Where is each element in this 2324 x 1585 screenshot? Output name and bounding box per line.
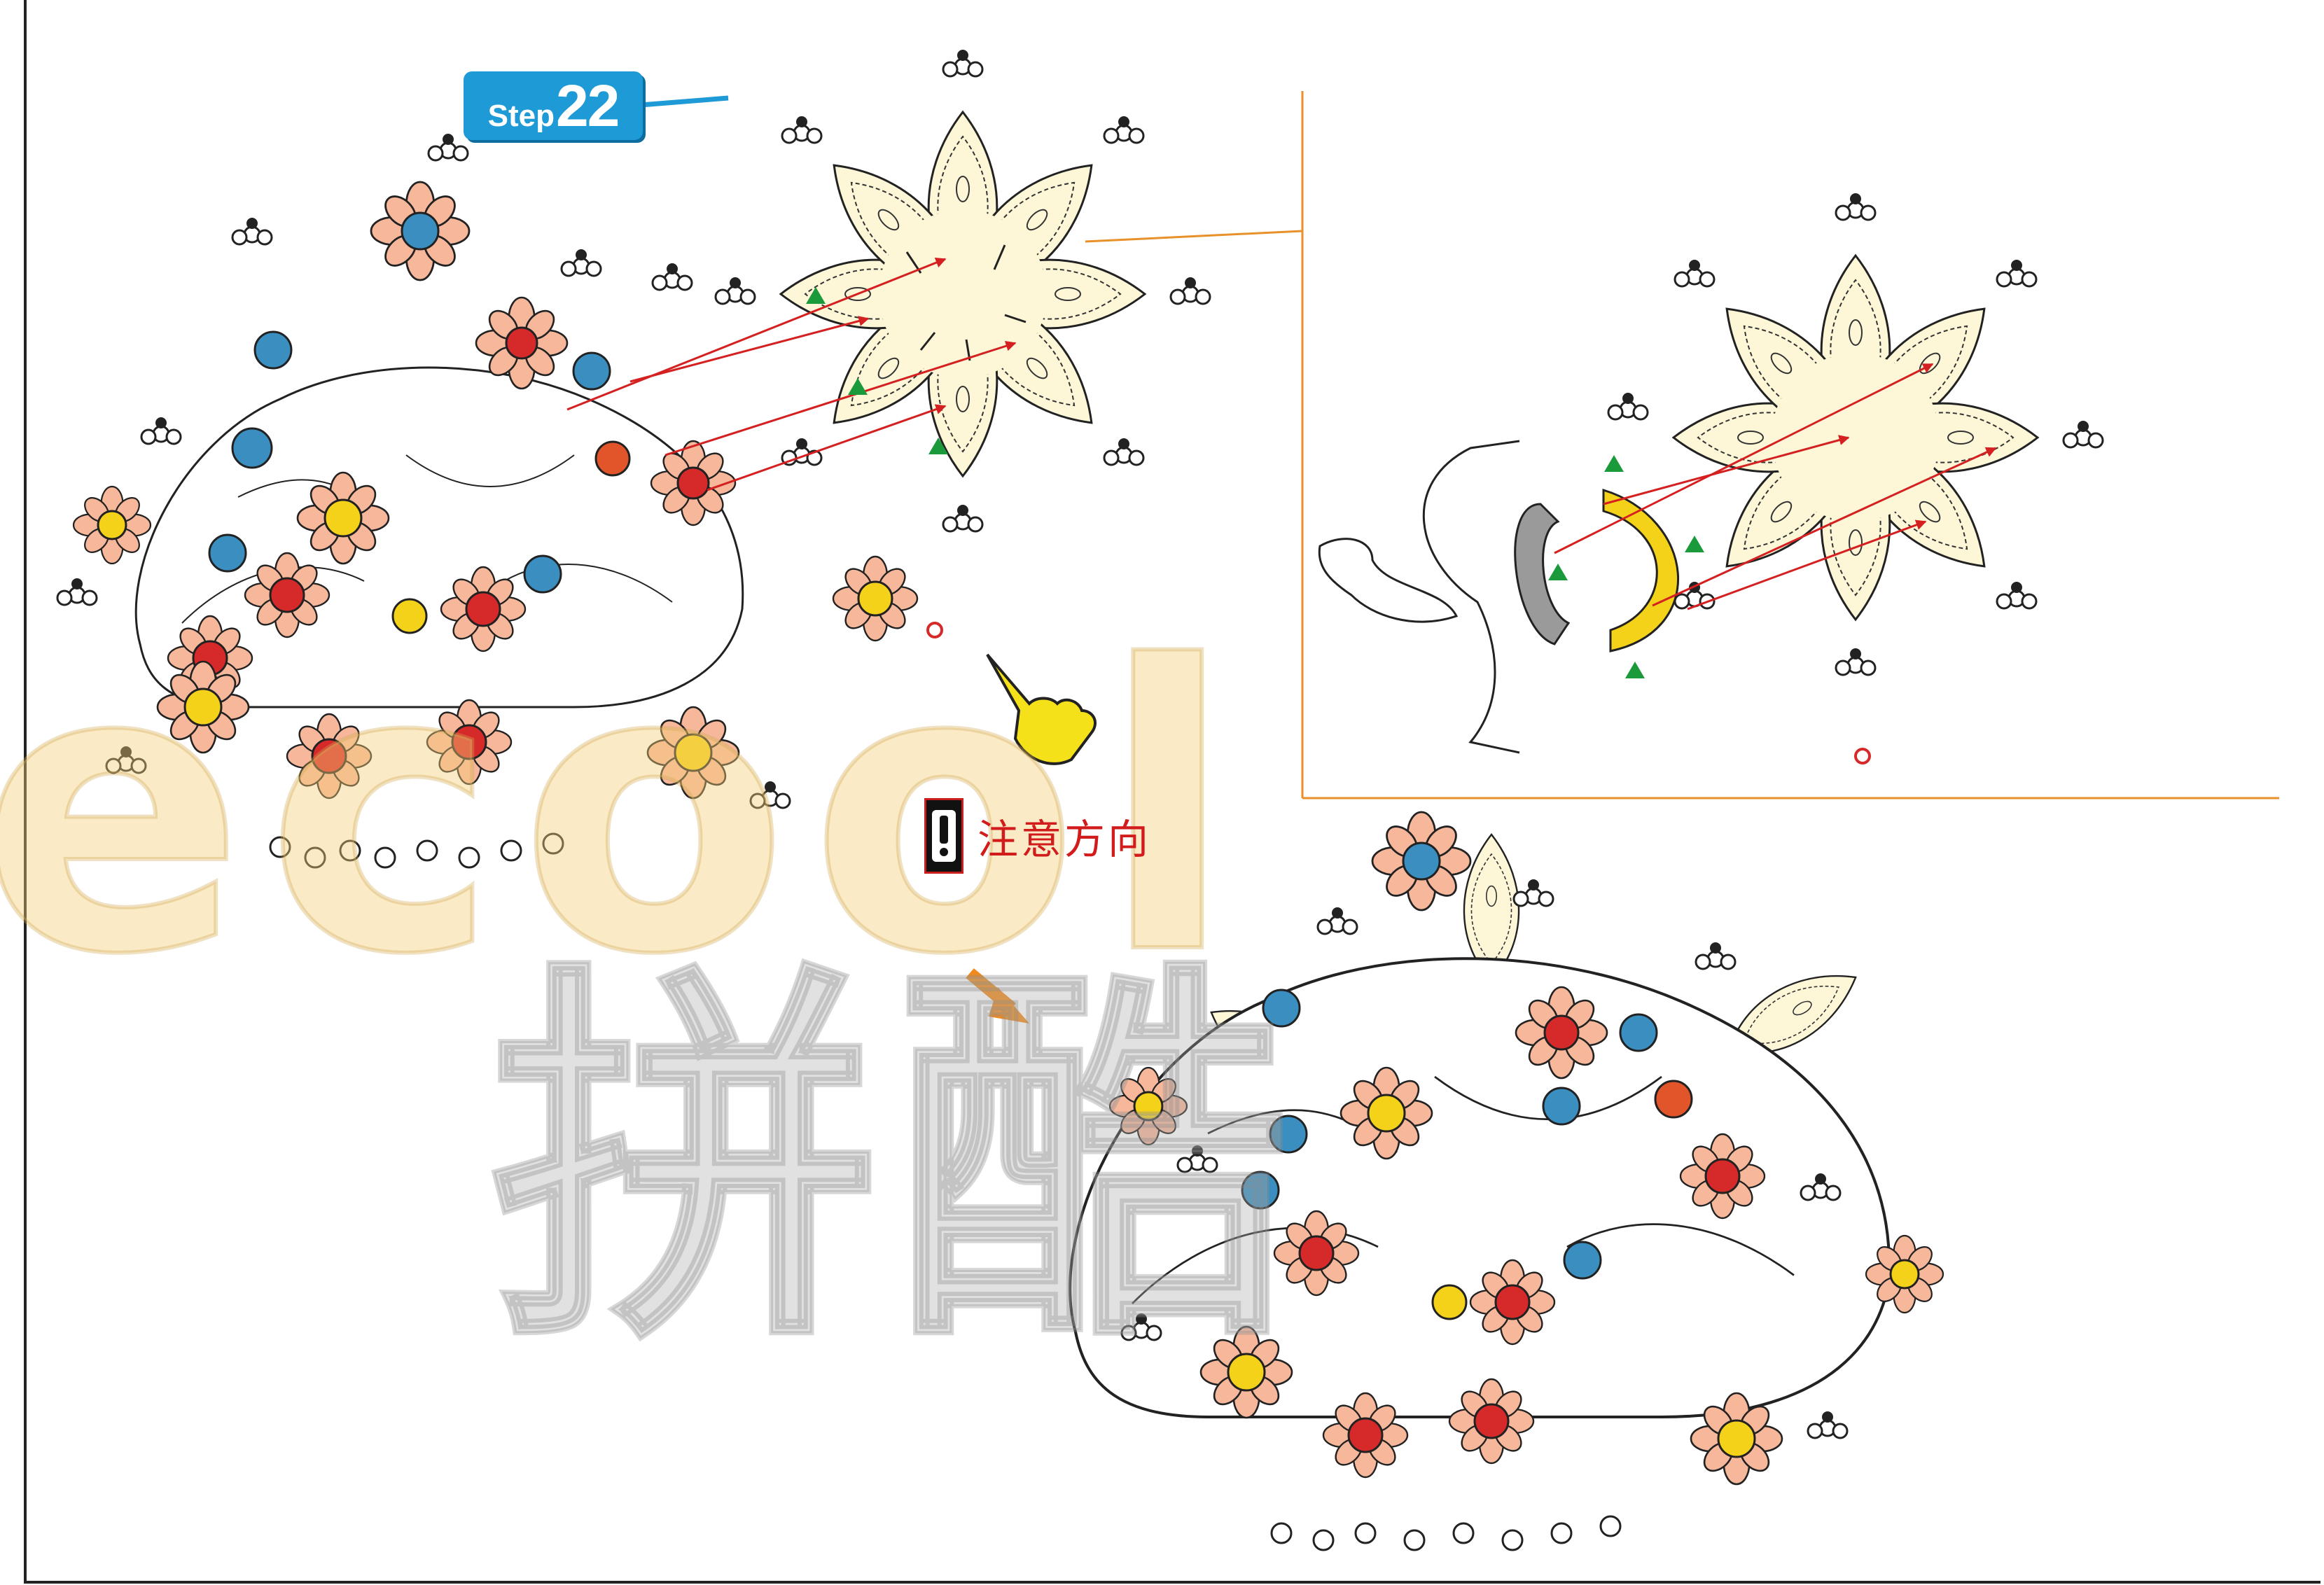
green-markers-detail [1548,455,1704,678]
insert-arrows-detail [1554,363,1997,610]
green-markers-top [806,287,948,454]
direction-warning: 注意方向 [924,798,1151,874]
step-badge: Step 22 [464,71,643,140]
exclamation-icon [924,798,963,874]
assembled-result [1070,811,1944,1551]
step-pointer-line [640,95,729,108]
page-frame [24,0,2320,1584]
insert-arrows-top [566,258,1017,491]
detail-callout-lines [1085,91,2279,800]
direction-arrow-icon [966,968,1029,1024]
step-label: Step [487,99,555,133]
warning-text: 注意方向 [977,816,1152,863]
bush-decorations-left [56,132,919,809]
detail-inset-bracket [1318,440,1680,754]
detail-inset-flower [1607,192,2104,764]
pointing-hand-icon [986,653,1097,765]
hanging-bells-left [269,832,564,869]
flower-part-top [714,48,1211,638]
step-number: 22 [555,73,620,139]
